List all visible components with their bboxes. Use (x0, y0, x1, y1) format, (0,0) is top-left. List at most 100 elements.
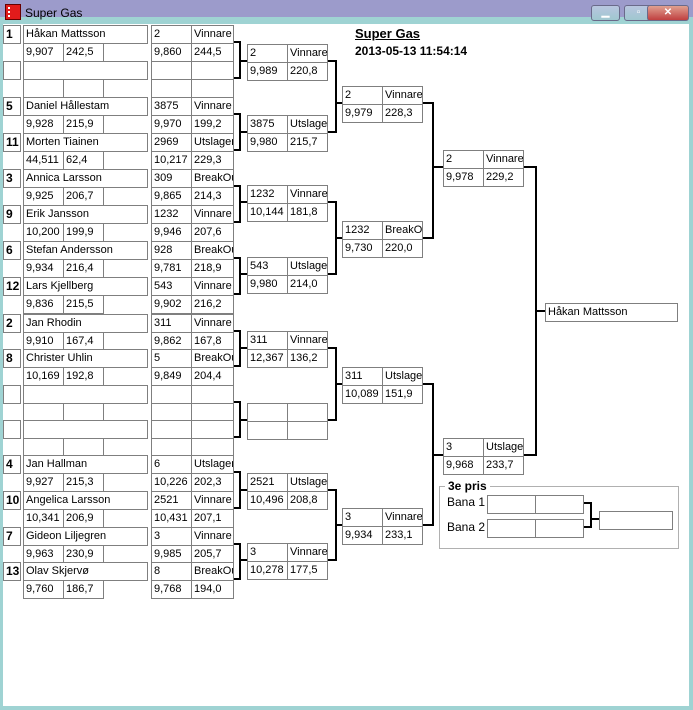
time-field[interactable]: 9,980 (247, 133, 288, 152)
time-field[interactable] (151, 79, 192, 98)
car-number-field[interactable]: 543 (247, 257, 288, 276)
speed-field[interactable]: 204,4 (191, 367, 234, 386)
speed-field[interactable]: 192,8 (63, 367, 104, 386)
speed-field[interactable]: 205,7 (191, 545, 234, 564)
car-number-field[interactable]: 1232 (151, 205, 192, 224)
reaction-time-field[interactable]: 9,927 (23, 473, 64, 492)
result-field[interactable]: Vinnare (191, 277, 234, 296)
car-number-field[interactable]: 2 (342, 86, 383, 105)
car-number-field[interactable]: 543 (151, 277, 192, 296)
speed-field[interactable] (191, 79, 234, 98)
time-field[interactable]: 9,989 (247, 62, 288, 81)
time-field[interactable]: 9,862 (151, 332, 192, 351)
time-field[interactable]: 9,970 (151, 115, 192, 134)
result-field[interactable] (191, 385, 234, 404)
car-number-field[interactable]: 3 (151, 527, 192, 546)
speed-field[interactable]: 194,0 (191, 580, 234, 599)
speed-field[interactable]: 233,1 (382, 526, 423, 545)
result-field[interactable]: BreakOut (191, 169, 234, 188)
third-place-result-field[interactable] (599, 511, 673, 530)
time-field[interactable] (247, 421, 288, 440)
close-button[interactable]: ✕ (647, 5, 689, 21)
car-number-field[interactable]: 8 (151, 562, 192, 581)
player-name-field[interactable]: Christer Uhlin (23, 349, 148, 368)
speed-field[interactable]: 207,6 (191, 223, 234, 242)
time-field[interactable]: 12,367 (247, 349, 288, 368)
result-field[interactable]: Vinnare (382, 86, 423, 105)
reaction-time-field[interactable]: 9,934 (23, 259, 64, 278)
speed-field[interactable]: 215,5 (63, 295, 104, 314)
result-field[interactable]: Utslagen (191, 133, 234, 152)
car-number-field[interactable]: 1232 (247, 185, 288, 204)
time-field[interactable]: 9,860 (151, 43, 192, 62)
speed-field[interactable]: 206,9 (63, 509, 104, 528)
reaction-time-field[interactable]: 9,760 (23, 580, 64, 599)
speed-field[interactable]: 199,2 (191, 115, 234, 134)
player-name-field[interactable]: Håkan Mattsson (23, 25, 148, 44)
minimize-button[interactable]: ▁ (591, 5, 620, 21)
time-field[interactable]: 9,968 (443, 456, 484, 475)
lane1-result-field[interactable] (535, 495, 584, 514)
result-field[interactable]: Utslagen (287, 257, 328, 276)
time-field[interactable]: 9,985 (151, 545, 192, 564)
speed-field[interactable]: 167,8 (191, 332, 234, 351)
car-number-field[interactable]: 1232 (342, 221, 383, 240)
reaction-time-field[interactable]: 9,963 (23, 545, 64, 564)
reaction-time-field[interactable] (23, 79, 64, 98)
reaction-time-field[interactable]: 10,169 (23, 367, 64, 386)
time-field[interactable]: 10,089 (342, 385, 383, 404)
final-winner-field[interactable]: Håkan Mattsson (545, 303, 678, 322)
time-field[interactable]: 9,865 (151, 187, 192, 206)
player-name-field[interactable]: Angelica Larsson (23, 491, 148, 510)
player-name-field[interactable]: Lars Kjellberg (23, 277, 148, 296)
speed-field[interactable]: 220,0 (382, 239, 423, 258)
speed-field[interactable]: 199,9 (63, 223, 104, 242)
speed-field[interactable]: 215,9 (63, 115, 104, 134)
car-number-field[interactable]: 3 (247, 543, 288, 562)
speed-field[interactable]: 62,4 (63, 151, 104, 170)
car-number-field[interactable]: 3875 (151, 97, 192, 116)
time-field[interactable]: 9,902 (151, 295, 192, 314)
speed-field[interactable]: 208,8 (287, 491, 328, 510)
time-field[interactable]: 10,144 (247, 203, 288, 222)
player-name-field[interactable]: Jan Hallman (23, 455, 148, 474)
car-number-field[interactable]: 5 (151, 349, 192, 368)
result-field[interactable]: Vinnare (287, 185, 328, 204)
car-number-field[interactable]: 3 (443, 438, 484, 457)
reaction-time-field[interactable]: 10,200 (23, 223, 64, 242)
speed-field[interactable]: 229,3 (191, 151, 234, 170)
speed-field[interactable]: 216,4 (63, 259, 104, 278)
result-field[interactable]: Utslagen (287, 473, 328, 492)
car-number-field[interactable]: 3875 (247, 115, 288, 134)
title-bar[interactable] (0, 0, 693, 17)
time-field[interactable]: 9,730 (342, 239, 383, 258)
player-name-field[interactable] (23, 420, 148, 439)
result-field[interactable]: Vinnare (483, 150, 524, 169)
speed-field[interactable]: 202,3 (191, 473, 234, 492)
player-name-field[interactable]: Olav Skjervø (23, 562, 148, 581)
result-field[interactable]: Vinnare (287, 543, 328, 562)
car-number-field[interactable]: 2 (247, 44, 288, 63)
player-name-field[interactable]: Daniel Hållestam (23, 97, 148, 116)
reaction-time-field[interactable]: 9,836 (23, 295, 64, 314)
time-field[interactable]: 9,849 (151, 367, 192, 386)
car-number-field[interactable] (151, 61, 192, 80)
car-number-field[interactable]: 2521 (151, 491, 192, 510)
car-number-field[interactable]: 3 (342, 508, 383, 527)
result-field[interactable]: Utslagen (483, 438, 524, 457)
reaction-time-field[interactable]: 9,928 (23, 115, 64, 134)
result-field[interactable] (287, 403, 328, 422)
result-field[interactable]: Vinnare (191, 314, 234, 333)
player-name-field[interactable] (23, 61, 148, 80)
reaction-time-field[interactable]: 9,925 (23, 187, 64, 206)
time-field[interactable]: 10,496 (247, 491, 288, 510)
time-field[interactable]: 10,431 (151, 509, 192, 528)
player-name-field[interactable]: Stefan Andersson (23, 241, 148, 260)
speed-field[interactable]: 229,2 (483, 168, 524, 187)
time-field[interactable]: 9,946 (151, 223, 192, 242)
time-field[interactable]: 9,979 (342, 104, 383, 123)
time-field[interactable]: 10,226 (151, 473, 192, 492)
speed-field[interactable]: 216,2 (191, 295, 234, 314)
lane2-car-field[interactable] (487, 519, 536, 538)
result-field[interactable]: Utslagen (382, 367, 423, 386)
